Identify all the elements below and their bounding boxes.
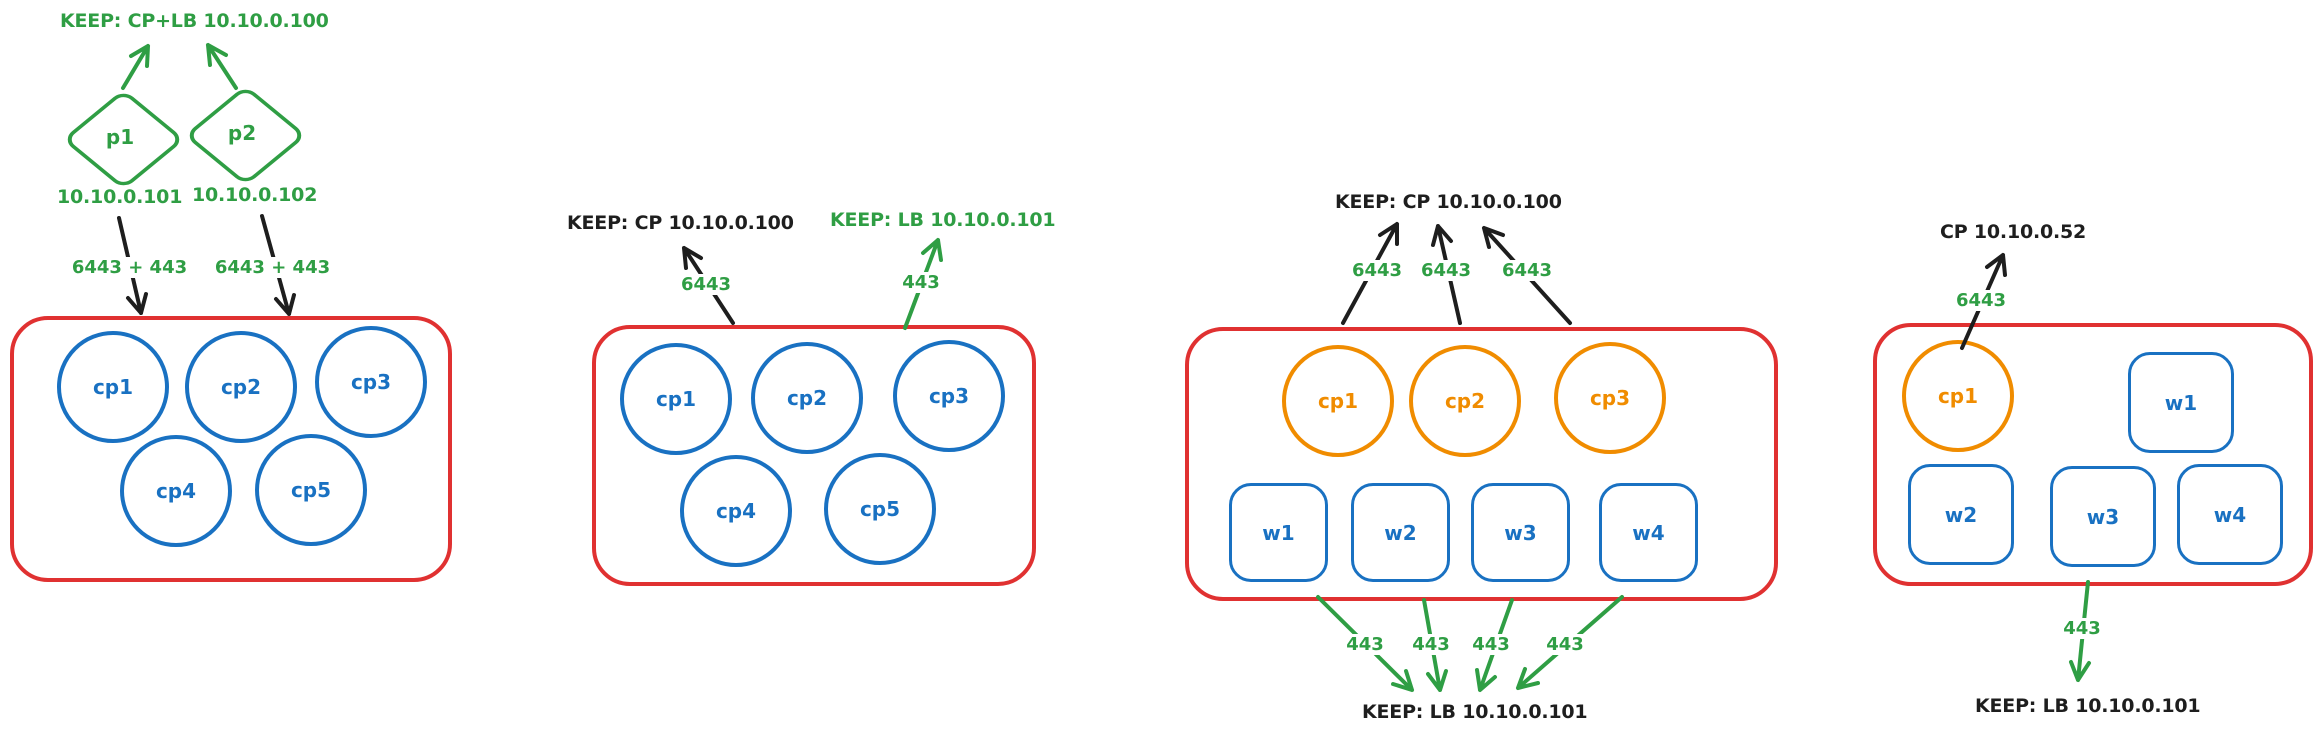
node-label: cp2 — [786, 386, 828, 410]
g1-node-cp3: cp3 — [315, 326, 427, 438]
node-label: w3 — [2086, 504, 2120, 529]
g2-node-cp4: cp4 — [680, 455, 792, 567]
g3-lb-port-label-2: 443 — [1406, 634, 1456, 655]
g4-cp-port-label: 6443 — [1951, 290, 2011, 311]
g1-proxy-p2-label: p2 — [227, 121, 257, 145]
node-label: w4 — [1632, 520, 1665, 545]
g3-node-cp2: cp2 — [1409, 345, 1521, 457]
node-label: w3 — [1504, 520, 1537, 545]
g2-title-cp: KEEP: CP 10.10.0.100 — [567, 212, 794, 234]
node-label: w4 — [2213, 502, 2247, 527]
g4-footer: KEEP: LB 10.10.0.101 — [1975, 695, 2201, 717]
g1-proxy-p1-label: p1 — [105, 125, 135, 149]
g1-node-cp1: cp1 — [57, 331, 169, 443]
g3-node-w2: w2 — [1351, 483, 1450, 582]
arrow-g1-p1-to-vip — [121, 44, 150, 90]
g1-node-cp2: cp2 — [185, 331, 297, 443]
g1-node-cp4: cp4 — [120, 435, 232, 547]
g3-cp-port-label-3: 6443 — [1497, 260, 1557, 281]
g4-node-w4: w4 — [2177, 464, 2283, 565]
node-label: cp1 — [92, 375, 134, 399]
g2-node-cp2: cp2 — [751, 342, 863, 454]
g4-node-w1: w1 — [2128, 352, 2234, 453]
node-label: cp4 — [715, 499, 757, 523]
g2-node-cp1: cp1 — [620, 343, 732, 455]
g4-node-cp1: cp1 — [1902, 340, 2014, 452]
node-label: w1 — [1262, 520, 1295, 545]
node-label: cp4 — [155, 479, 197, 503]
g2-cp-port-label: 6443 — [676, 274, 736, 295]
node-label: cp5 — [290, 478, 332, 502]
g3-lb-port-label-1: 443 — [1340, 634, 1390, 655]
g1-port-label-2: 6443 + 443 — [212, 257, 333, 278]
g3-node-w3: w3 — [1471, 483, 1570, 582]
g2-title-lb: KEEP: LB 10.10.0.101 — [830, 209, 1056, 231]
g4-cluster-box — [1873, 323, 2313, 586]
node-label: w2 — [1944, 502, 1978, 527]
g3-lb-port-label-4: 443 — [1540, 634, 1590, 655]
g4-title: CP 10.10.0.52 — [1940, 221, 2087, 243]
g3-cp-port-label-2: 6443 — [1416, 260, 1476, 281]
g1-port-label-1: 6443 + 443 — [69, 257, 190, 278]
g3-title: KEEP: CP 10.10.0.100 — [1335, 191, 1562, 213]
node-label: cp1 — [1317, 389, 1359, 413]
node-label: w2 — [1384, 520, 1417, 545]
node-label: cp5 — [859, 497, 901, 521]
node-label: cp3 — [350, 370, 392, 394]
g3-node-w4: w4 — [1599, 483, 1698, 582]
g2-cluster-box — [592, 325, 1036, 586]
g3-node-cp3: cp3 — [1554, 342, 1666, 454]
node-label: cp3 — [1589, 386, 1631, 410]
g2-node-cp5: cp5 — [824, 453, 936, 565]
node-label: cp1 — [1937, 384, 1979, 408]
g2-lb-port-label: 443 — [896, 272, 946, 293]
g2-node-cp3: cp3 — [893, 340, 1005, 452]
g1-proxy-p2-ip: 10.10.0.102 — [192, 184, 318, 206]
g1-cluster-box — [10, 316, 452, 582]
g4-lb-port-label: 443 — [2057, 618, 2107, 639]
node-label: cp2 — [1444, 389, 1486, 413]
arrow-g1-p2-to-vip — [206, 43, 238, 90]
node-label: cp2 — [220, 375, 262, 399]
g4-node-w2: w2 — [1908, 464, 2014, 565]
g3-node-cp1: cp1 — [1282, 345, 1394, 457]
g1-proxy-p1-ip: 10.10.0.101 — [57, 186, 183, 208]
g4-node-w3: w3 — [2050, 466, 2156, 567]
node-label: cp1 — [655, 387, 697, 411]
node-label: cp3 — [928, 384, 970, 408]
g1-node-cp5: cp5 — [255, 434, 367, 546]
g3-cp-port-label-1: 6443 — [1347, 260, 1407, 281]
node-label: w1 — [2164, 390, 2198, 415]
g1-title: KEEP: CP+LB 10.10.0.100 — [60, 10, 329, 32]
g3-lb-port-label-3: 443 — [1466, 634, 1516, 655]
g3-node-w1: w1 — [1229, 483, 1328, 582]
g3-footer: KEEP: LB 10.10.0.101 — [1362, 701, 1588, 723]
